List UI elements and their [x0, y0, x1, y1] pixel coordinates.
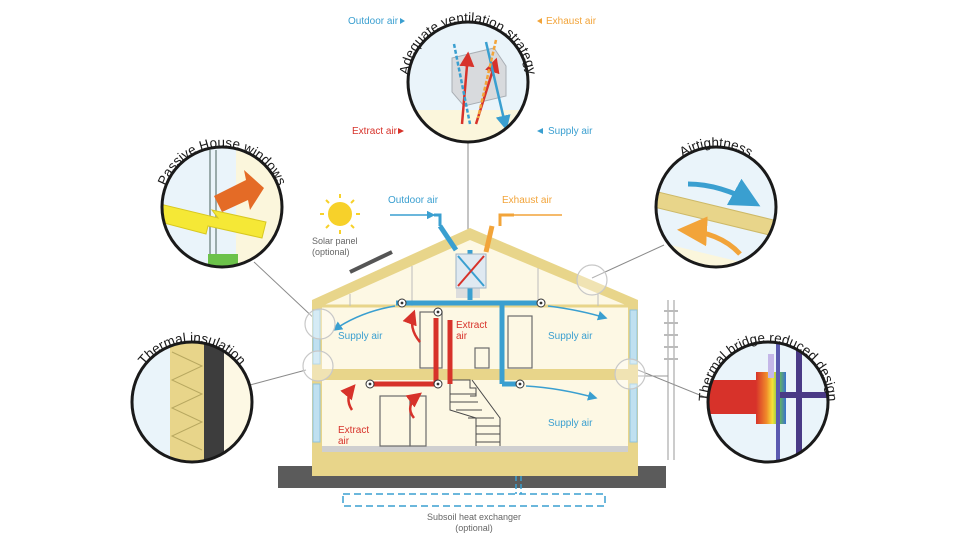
- vent-outdoor-air-label: Outdoor air: [348, 16, 399, 27]
- ventilation-detail-circle: Adequate ventilation strategy: [396, 10, 540, 144]
- airtightness-detail-circle: Airtightness: [654, 135, 778, 269]
- subsoil-heat-exchanger: [342, 493, 606, 507]
- extract-air-center-label: Extract: [456, 320, 487, 331]
- air-flow-arrows: [332, 305, 608, 419]
- extract-air-left-label-2: air: [338, 436, 350, 447]
- extract-air-left-label: Extract: [338, 425, 369, 436]
- subsoil-label: Subsoil heat exchanger: [427, 512, 521, 522]
- house-outdoor-air-label: Outdoor air: [388, 195, 439, 206]
- vent-extract-air-label: Extract air: [352, 126, 398, 137]
- heat-recovery-unit: [455, 253, 487, 289]
- solar-panel-optional-label: (optional): [312, 247, 350, 257]
- windows-detail-circle: Passive House windows: [155, 135, 289, 269]
- house-exhaust-air-label: Exhaust air: [502, 195, 553, 206]
- subsoil-optional-label: (optional): [455, 523, 493, 533]
- supply-air-left-label: Supply air: [338, 331, 383, 342]
- supply-air-right-bottom-label: Supply air: [548, 418, 593, 429]
- vent-exhaust-air-label: Exhaust air: [546, 16, 597, 27]
- house: [312, 228, 678, 476]
- supply-air-right-top-label: Supply air: [548, 331, 593, 342]
- thermal-bridge-detail-circle: Thermal bridge reduced design: [696, 330, 840, 464]
- insulation-detail-circle: Thermal insulation: [130, 330, 254, 464]
- extract-air-center-label-2: air: [456, 331, 468, 342]
- sun-icon: [320, 194, 360, 234]
- staircase: [448, 379, 501, 446]
- solar-panel-label: Solar panel: [312, 236, 358, 246]
- vent-supply-air-label: Supply air: [548, 126, 593, 137]
- solar-panel: [349, 250, 393, 274]
